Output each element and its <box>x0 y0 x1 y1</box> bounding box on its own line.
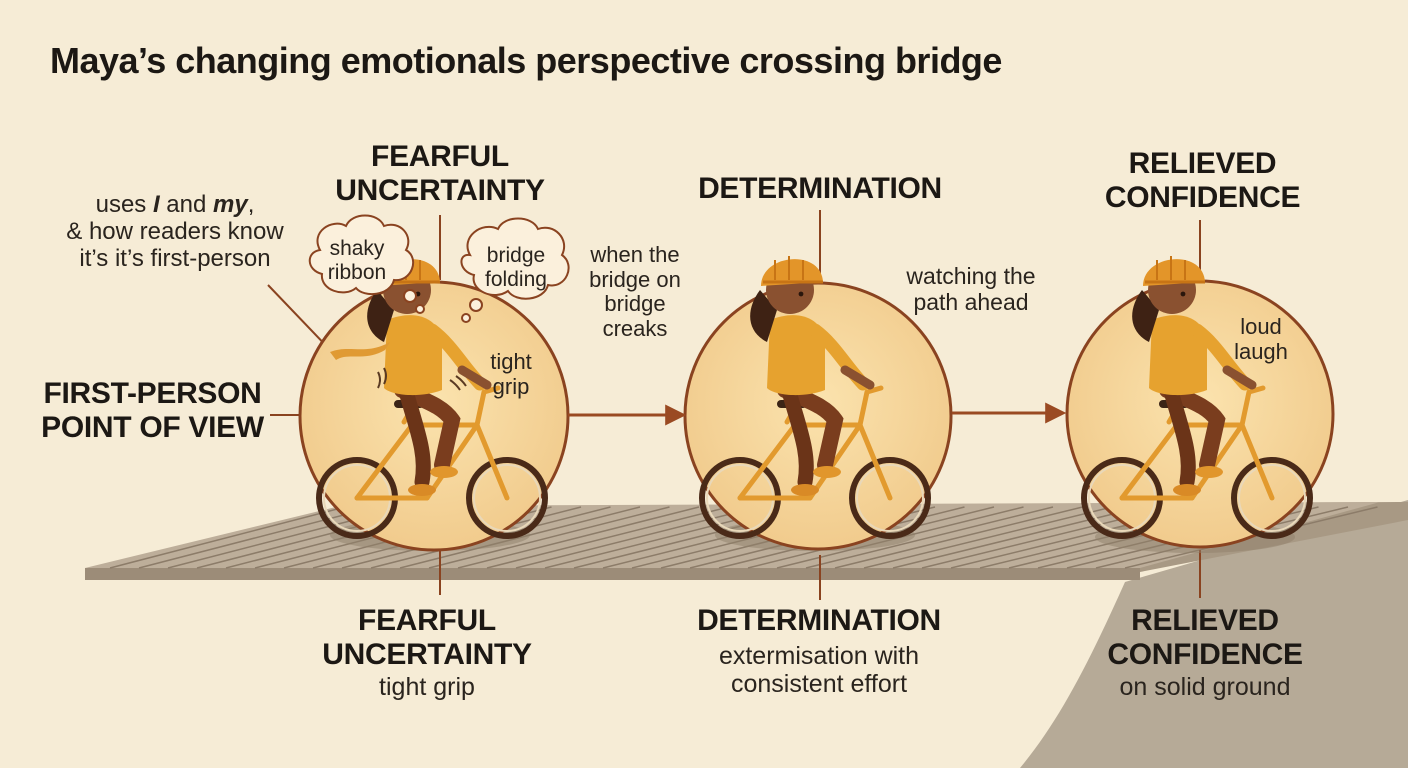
pov-note-line: it’s it’s first-person <box>79 244 271 272</box>
pov-note-line: uses I and my, <box>95 191 255 218</box>
bridge-plank <box>138 506 375 569</box>
pov-note-line: & how readers know <box>66 217 284 245</box>
thought-cloud-icon <box>308 214 425 314</box>
bridge-plank <box>892 506 1142 569</box>
stage-1-heading: FEARFUL UNCERTAINTY <box>335 140 545 207</box>
stage-2-annotation: watching the path ahead <box>906 263 1036 315</box>
stage-1-circle <box>298 280 570 552</box>
bridge-plank <box>863 506 1113 569</box>
thought-cloud-icon <box>460 217 570 323</box>
stage-1-annotation: tight grip <box>490 349 532 399</box>
thought-text: bridge folding <box>485 244 547 291</box>
pov-label: FIRST-PERSON POINT OF VIEW <box>40 377 265 444</box>
bridge-plank <box>457 506 700 569</box>
thought-text: shaky ribbon <box>327 237 387 284</box>
bridge-plank <box>805 506 1054 569</box>
bridge-plank <box>428 506 670 569</box>
page-title: Maya’s changing emotionals perspective c… <box>50 40 1002 81</box>
stage-3-bottom-label: RELIEVED CONFIDENCE on solid ground <box>1107 604 1303 702</box>
transition-note: when the bridge on bridge creaks <box>589 242 681 341</box>
bridge-plank <box>109 506 346 569</box>
pov-note: uses I and my, & how readers know it’s i… <box>40 191 310 273</box>
stage-3-heading: RELIEVED CONFIDENCE <box>1104 147 1301 214</box>
pov-label-line: POINT OF VIEW <box>41 410 264 444</box>
bridge-plank <box>515 506 759 569</box>
pov-label-line: FIRST-PERSON <box>43 377 262 410</box>
bridge-plank <box>834 506 1083 569</box>
stage-2-circle <box>683 281 953 551</box>
stage-2-bottom-label: DETERMINATION extermisation with consist… <box>697 604 941 698</box>
stage-3-annotation: loud laugh <box>1234 314 1288 364</box>
ribbon-icon <box>330 342 390 360</box>
stage-1-bottom-label: FEARFUL UNCERTAINTY tight grip <box>322 604 532 702</box>
cliff <box>1020 500 1408 768</box>
stage-2-heading: DETERMINATION <box>698 172 942 205</box>
bridge-plank <box>486 506 729 569</box>
